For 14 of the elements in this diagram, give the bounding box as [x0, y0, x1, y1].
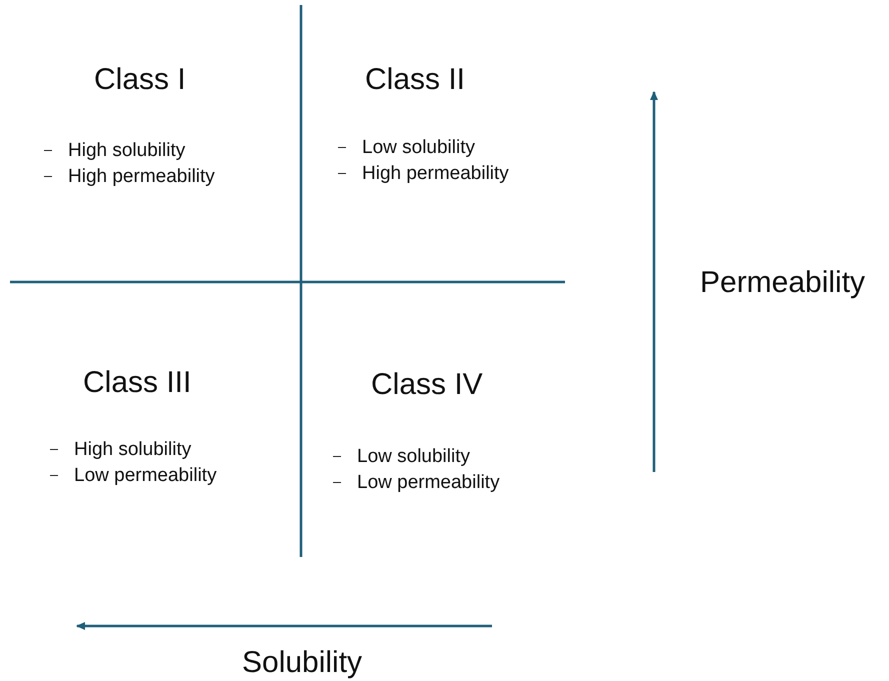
class-heading: Class II — [365, 65, 466, 95]
class-heading: Class III — [83, 368, 192, 398]
class-heading: Class I — [94, 65, 186, 95]
axis-label: Permeability — [700, 268, 866, 298]
property-text: Low solubility — [357, 446, 470, 466]
property-text: Low solubility — [362, 138, 475, 156]
property-text: High permeability — [362, 164, 509, 182]
axis-label: Solubility — [242, 648, 362, 678]
property-text: High solubility — [68, 140, 186, 160]
property-text: High permeability — [68, 166, 215, 186]
property-text: High solubility — [74, 440, 192, 458]
property-text: Low permeability — [357, 472, 500, 492]
class-heading: Class IV — [371, 370, 483, 400]
property-text: Low permeability — [74, 466, 217, 484]
